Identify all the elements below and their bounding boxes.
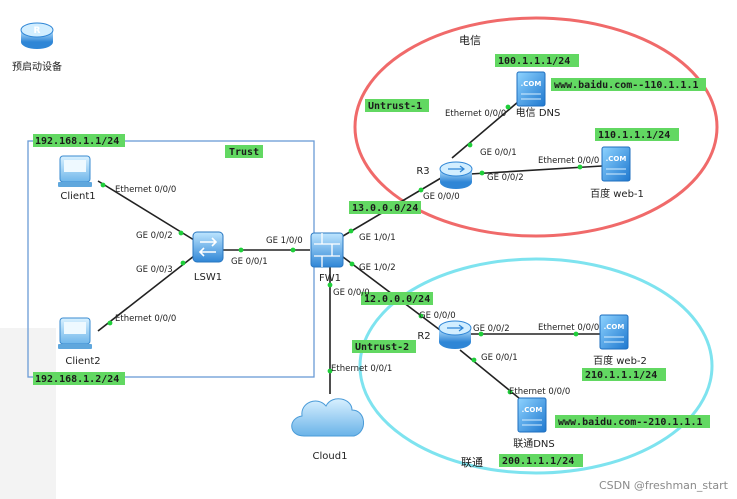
baidu-web2-server-icon[interactable]: .COM (599, 314, 629, 350)
tag-web2-ip: 210.1.1.1/24 (582, 368, 666, 381)
port-unicom-dns-eth: Ethernet 0/0/0 (509, 387, 570, 397)
fw1-firewall-icon[interactable] (310, 232, 344, 268)
svg-text:.COM: .COM (522, 406, 543, 414)
cloud1-label: Cloud1 (313, 451, 348, 462)
link-r3-telecom-dns (451, 95, 526, 159)
unicom-dns-label: 联通DNS (513, 438, 555, 450)
tag-unicom-dns-ip: 200.1.1.1/24 (499, 454, 583, 467)
baidu-web1-label: 百度 web-1 (590, 187, 644, 200)
unicom-dns-server-icon[interactable]: .COM (517, 397, 547, 433)
watermark: CSDN @freshman_start (599, 479, 729, 492)
telecom-dns-label: 电信 DNS (516, 106, 561, 119)
svg-text:Untrust-1: Untrust-1 (368, 101, 422, 112)
svg-text:.COM: .COM (604, 323, 625, 331)
port-r2-ge001: GE 0/0/1 (481, 353, 518, 363)
port-telecom-dns-eth: Ethernet 0/0/0 (445, 109, 506, 119)
svg-text:110.1.1.1/24: 110.1.1.1/24 (598, 130, 670, 141)
fw1-label: FW1 (319, 273, 341, 284)
lsw1-switch-icon[interactable] (192, 231, 224, 263)
r2-label: R2 (417, 331, 430, 342)
port-fw-ge101: GE 1/0/1 (359, 233, 396, 243)
tag-unicom-dns-record: www.baidu.com--210.1.1.1 (555, 415, 710, 428)
client2-pc-icon[interactable] (58, 317, 92, 349)
svg-text:200.1.1.1/24: 200.1.1.1/24 (502, 456, 574, 467)
tag-untrust2: Untrust-2 (352, 340, 416, 353)
port-r2-ge002: GE 0/0/2 (473, 324, 510, 334)
client2-label: Client2 (65, 356, 100, 367)
tag-web1-ip: 110.1.1.1/24 (595, 128, 679, 141)
baidu-web1-server-icon[interactable]: .COM (601, 146, 631, 182)
svg-text:.COM: .COM (606, 155, 627, 163)
baidu-web2-label: 百度 web-2 (593, 354, 647, 367)
port-r3-ge002: GE 0/0/2 (487, 173, 524, 183)
client1-label: Client1 (60, 191, 95, 202)
r2-router-icon[interactable] (438, 320, 472, 349)
tag-trust-zone: Trust (225, 145, 263, 158)
cloud1-cloud-icon[interactable] (291, 398, 364, 437)
svg-text:.COM: .COM (521, 80, 542, 88)
port-fw-ge000: GE 0/0/0 (333, 288, 370, 298)
svg-text:www.baidu.com--210.1.1.1: www.baidu.com--210.1.1.1 (558, 416, 703, 428)
svg-text:13.0.0.0/24: 13.0.0.0/24 (352, 203, 418, 214)
tag-trust-subnet-top: 192.168.1.1/24 (33, 134, 125, 147)
svg-text:12.0.0.0/24: 12.0.0.0/24 (364, 294, 430, 305)
port-fw-ge100: GE 1/0/0 (266, 236, 303, 246)
svg-text:Untrust-2: Untrust-2 (355, 342, 409, 353)
port-web1-eth: Ethernet 0/0/0 (538, 156, 599, 166)
telecom-zone-ellipse (353, 16, 719, 238)
link-client1-lsw1 (97, 180, 195, 241)
port-r3-ge000: GE 0/0/0 (423, 192, 460, 202)
tag-net12: 12.0.0.0/24 (361, 292, 433, 305)
port-lsw-ge001: GE 0/0/1 (231, 257, 268, 267)
link-client2-lsw1 (97, 255, 195, 332)
tag-telecom-dns-record: www.baidu.com--110.1.1.1 (551, 78, 706, 91)
zone-label-unicom: 联通 (461, 456, 483, 469)
svg-text:192.168.1.2/24: 192.168.1.2/24 (35, 374, 119, 385)
tag-net13: 13.0.0.0/24 (349, 201, 421, 214)
port-cloud1-eth: Ethernet 0/0/1 (331, 364, 392, 374)
tag-trust-subnet-bottom: 192.168.1.2/24 (33, 372, 125, 385)
port-client2-eth: Ethernet 0/0/0 (115, 314, 176, 324)
svg-text:www.baidu.com--110.1.1.1: www.baidu.com--110.1.1.1 (554, 79, 699, 91)
r3-label: R3 (416, 166, 429, 177)
port-r3-ge001: GE 0/0/1 (480, 148, 517, 158)
port-web2-eth: Ethernet 0/0/0 (538, 323, 599, 333)
link-r2-unicom-dns (459, 349, 526, 404)
svg-text:210.1.1.1/24: 210.1.1.1/24 (585, 370, 657, 381)
svg-text:Trust: Trust (229, 147, 259, 158)
port-lsw-ge003: GE 0/0/3 (136, 265, 173, 275)
zone-label-telecom: 电信 (459, 34, 481, 47)
tag-telecom-dns-ip: 100.1.1.1/24 (495, 54, 579, 67)
port-lsw-ge002: GE 0/0/2 (136, 231, 173, 241)
tag-untrust1: Untrust-1 (365, 99, 429, 112)
svg-text:R: R (34, 26, 41, 36)
legend-label: 预启动设备 (12, 60, 62, 73)
telecom-dns-server-icon[interactable]: .COM (516, 71, 546, 107)
lsw1-label: LSW1 (194, 272, 222, 283)
legend-router-icon: R (20, 22, 54, 49)
svg-text:192.168.1.1/24: 192.168.1.1/24 (35, 136, 119, 147)
r3-router-icon[interactable] (439, 161, 473, 189)
port-fw-ge102: GE 1/0/2 (359, 263, 396, 273)
unicom-zone-ellipse (358, 257, 714, 475)
port-r2-ge000: GE 0/0/0 (419, 311, 456, 321)
svg-text:100.1.1.1/24: 100.1.1.1/24 (498, 56, 570, 67)
port-client1-eth: Ethernet 0/0/0 (115, 185, 176, 195)
client1-pc-icon[interactable] (58, 155, 92, 187)
